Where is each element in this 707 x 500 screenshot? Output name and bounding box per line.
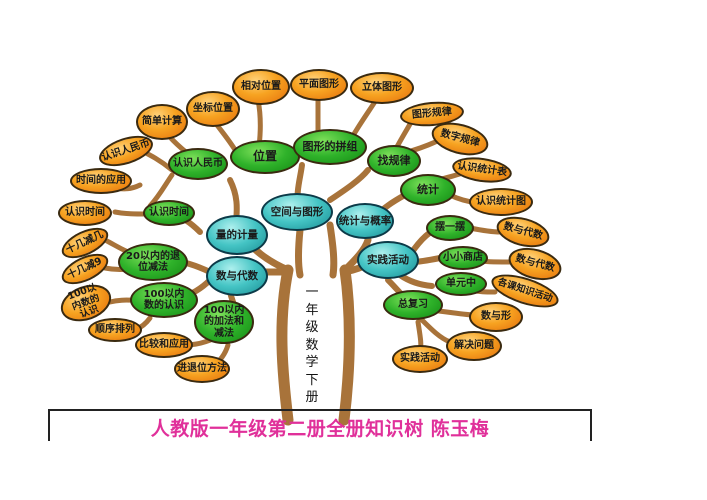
footer-title: 人教版一年级第二册全册知识树 陈玉梅 bbox=[150, 418, 490, 440]
leaf-relative-position[interactable]: 相对位置 bbox=[232, 69, 290, 105]
leaf-practice-activities[interactable]: 实践活动 bbox=[392, 345, 448, 373]
main-node-measurement[interactable]: 量的计量 bbox=[206, 215, 268, 255]
leaf-numbers-shapes[interactable]: 数与形 bbox=[469, 302, 523, 332]
leaf-simple-calculation[interactable]: 简单计算 bbox=[136, 104, 188, 140]
main-node-practice-activities[interactable]: 实践活动 bbox=[357, 241, 419, 279]
sub-node-small-shop[interactable]: 小小商店 bbox=[438, 246, 488, 270]
main-node-numbers-algebra[interactable]: 数与代数 bbox=[206, 256, 268, 296]
leaf-stat-chart[interactable]: 认识统计图 bbox=[469, 188, 533, 216]
leaf-solid-figures[interactable]: 立体图形 bbox=[350, 72, 414, 104]
leaf-plane-figures[interactable]: 平面图形 bbox=[290, 69, 348, 101]
sub-node-recognize-rmb[interactable]: 认识人民币 bbox=[168, 148, 228, 180]
footer-box: 人教版一年级第二册全册知识树 陈玉梅 bbox=[48, 409, 592, 441]
sub-node-subtraction-within-20[interactable]: 20以内的退位减法 bbox=[118, 243, 188, 281]
sub-node-recognize-time[interactable]: 认识时间 bbox=[143, 200, 195, 226]
trunk-label: 一年级数学下册 bbox=[305, 285, 319, 405]
sub-node-in-unit[interactable]: 单元中 bbox=[435, 272, 487, 296]
main-node-space-geometry[interactable]: 空间与图形 bbox=[261, 193, 333, 231]
leaf-solve-problems[interactable]: 解决问题 bbox=[446, 331, 502, 361]
sub-node-general-review[interactable]: 总复习 bbox=[383, 290, 443, 320]
leaf-carry-borrow-method[interactable]: 进退位方法 bbox=[174, 355, 230, 383]
leaf-order-arrange[interactable]: 顺序排列 bbox=[88, 318, 142, 342]
main-node-statistics-probability[interactable]: 统计与概率 bbox=[336, 203, 394, 239]
sub-node-statistics[interactable]: 统计 bbox=[400, 174, 456, 206]
sub-node-shape-combination[interactable]: 图形的拼组 bbox=[293, 129, 367, 165]
leaf-recognize-time[interactable]: 认识时间 bbox=[58, 200, 112, 226]
sub-node-arrange[interactable]: 摆一摆 bbox=[426, 215, 474, 241]
leaf-compare-apply[interactable]: 比较和应用 bbox=[135, 332, 193, 358]
sub-node-numbers-within-100[interactable]: 100以内数的认识 bbox=[130, 282, 198, 318]
leaf-coordinate-position[interactable]: 坐标位置 bbox=[186, 91, 240, 127]
sub-node-find-patterns[interactable]: 找规律 bbox=[367, 145, 421, 177]
leaf-time-application[interactable]: 时间的应用 bbox=[70, 168, 132, 194]
sub-node-add-subtract-within-100[interactable]: 100以内的加法和减法 bbox=[194, 300, 254, 344]
sub-node-position[interactable]: 位置 bbox=[230, 140, 300, 174]
